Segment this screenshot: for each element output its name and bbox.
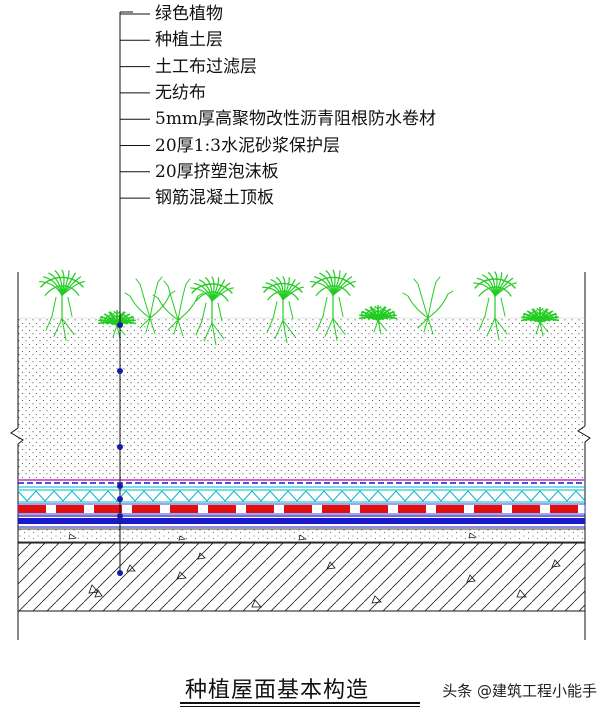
layer-marker-dot (117, 444, 123, 450)
sprig-icon (402, 276, 454, 335)
fern-icon (358, 304, 398, 335)
concrete-slab-layer (17, 542, 586, 612)
shrub-icon (473, 271, 517, 341)
layer-label: 绿色植物 (155, 4, 223, 24)
layer-marker-dot (117, 322, 123, 328)
caption-underline (180, 702, 420, 704)
shrub-icon (38, 269, 86, 341)
layer-label: 20厚挤塑泡沫板 (155, 161, 279, 182)
filter-fabric-layers (18, 479, 585, 488)
source-watermark: 头条 @建筑工程小能手 (442, 682, 597, 700)
caption-underline-thin (180, 706, 420, 707)
shrub-icon (309, 269, 357, 341)
shrub-icon (190, 276, 234, 346)
layer-label: 5mm厚高聚物改性沥青阻根防水卷材 (155, 109, 437, 130)
layer-marker-dot (117, 496, 123, 502)
waterproof-band (18, 518, 585, 528)
foam-board-layer (17, 489, 586, 503)
layer-markers (117, 322, 123, 576)
layer-marker-dot (117, 517, 123, 523)
layer-label: 钢筋混凝土顶板 (155, 188, 274, 209)
green-plants (38, 269, 560, 346)
sprig-icon (152, 278, 204, 337)
shrub-icon (262, 276, 304, 344)
layer-label: 20厚1:3水泥砂浆保护层 (155, 135, 340, 156)
diagram-caption: 种植屋面基本构造 (185, 678, 370, 703)
leader-line (119, 11, 133, 576)
planting-soil-layer (18, 318, 585, 480)
layer-marker-dot (117, 368, 123, 374)
layer-marker-dot (117, 483, 123, 489)
fern-icon (520, 306, 560, 337)
label-ticks (120, 13, 150, 199)
layer-marker-dot (117, 570, 123, 576)
root-barrier-membrane (17, 503, 586, 517)
sprig-icon (124, 276, 176, 335)
layer-label: 无纺布 (155, 82, 206, 103)
layer-label: 种植土层 (155, 30, 223, 51)
layer-label: 土工布过滤层 (155, 56, 257, 77)
mortar-layer (17, 528, 586, 543)
